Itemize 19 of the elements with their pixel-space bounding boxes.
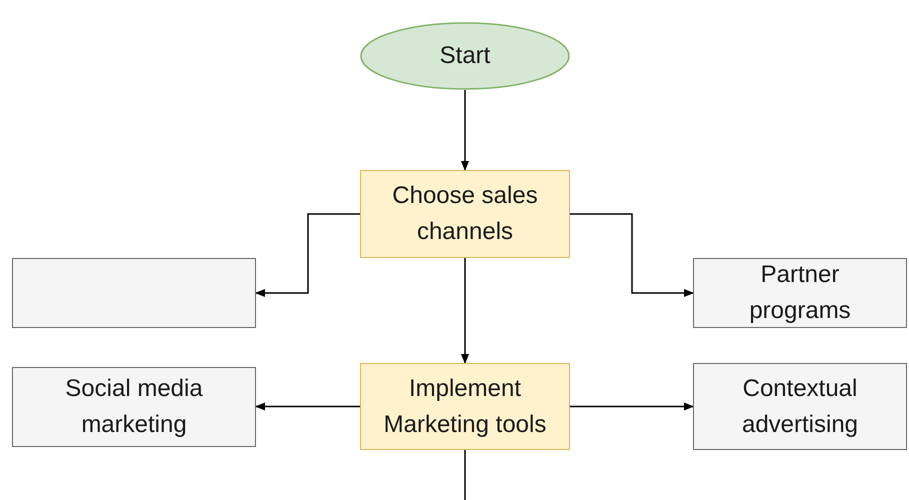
node-text: Partner programs — [748, 260, 852, 326]
start-ellipse — [360, 22, 570, 90]
process-box — [693, 258, 907, 328]
node-text: Social media marketing — [64, 374, 204, 440]
arrow — [570, 402, 694, 410]
process-box — [360, 363, 570, 450]
arrow — [255, 213, 360, 297]
arrow — [461, 258, 469, 364]
node-text: Contextual advertising — [740, 374, 860, 440]
node-text: Choose sales channels — [391, 181, 539, 247]
node-text: Implement Marketing tools — [382, 374, 548, 440]
process-box — [360, 170, 570, 258]
node-text: Start — [438, 41, 492, 71]
arrow — [461, 90, 469, 171]
arrow — [570, 213, 694, 297]
process-box — [693, 363, 907, 450]
process-box — [12, 367, 256, 447]
arrow — [255, 402, 360, 410]
process-box — [12, 258, 256, 328]
